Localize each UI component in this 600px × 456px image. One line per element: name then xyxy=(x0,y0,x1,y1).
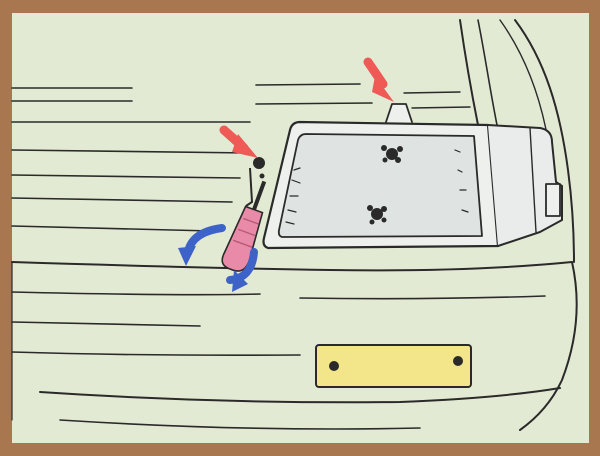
upper-slat-3 xyxy=(404,92,460,93)
upper-slat-2 xyxy=(256,103,372,104)
bulb-socket-upper-pin-2 xyxy=(397,146,403,152)
side-lamp-tab xyxy=(546,184,560,216)
license-plate xyxy=(316,345,471,387)
screw-hole xyxy=(260,174,265,179)
bulb-socket-upper-pin-1 xyxy=(381,145,387,151)
bulb-socket-upper-pin-4 xyxy=(383,158,388,163)
license-plate-body xyxy=(316,345,471,387)
bulb-socket-lower-pin-4 xyxy=(382,218,387,223)
bulb-socket-lower-pin-1 xyxy=(367,205,373,211)
plate-screw-left xyxy=(329,361,339,371)
bulb-socket-lower-pin-3 xyxy=(370,220,375,225)
bulb-socket-lower-pin-2 xyxy=(381,206,387,212)
headlight-lens xyxy=(279,134,482,237)
upper-slat-1 xyxy=(256,84,360,85)
screw-head xyxy=(253,157,265,169)
upper-slat-4 xyxy=(412,107,470,108)
bulb-socket-upper-pin-3 xyxy=(395,157,401,163)
plate-screw-right xyxy=(453,356,463,366)
